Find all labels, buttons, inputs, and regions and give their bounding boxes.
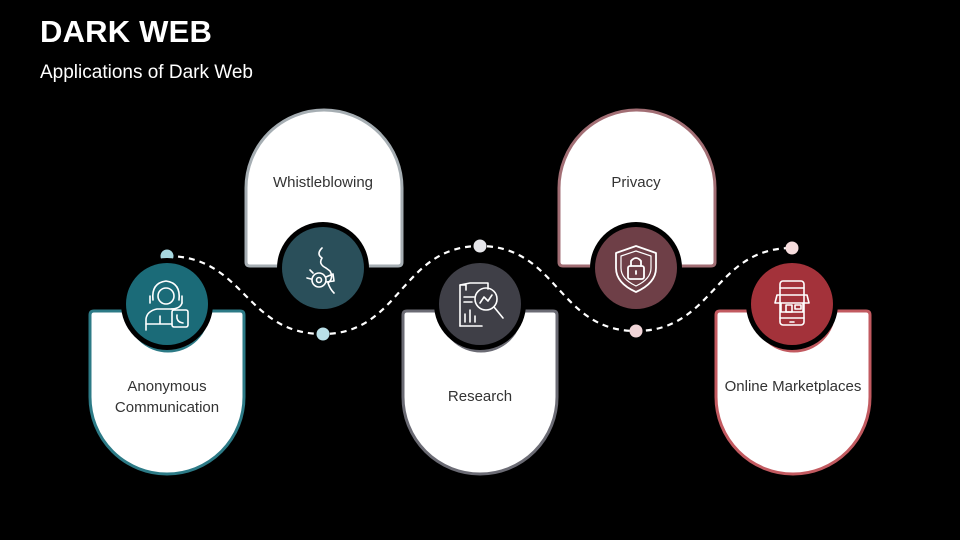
call-center-agent-icon	[145, 280, 189, 331]
connector-dot-5	[785, 241, 799, 255]
card-label-online-marketplaces: Online Marketplaces	[724, 378, 862, 395]
page-subtitle: Applications of Dark Web	[40, 62, 253, 83]
card-label-anonymous-communication: Anonymous Communication	[114, 378, 220, 416]
icon-circle-whistleblowing	[277, 222, 369, 314]
connector-dot-2	[316, 327, 330, 341]
mobile-store-icon	[774, 280, 810, 326]
magnifier-report-icon	[459, 282, 504, 327]
connector-dot-3	[473, 239, 487, 253]
connector-dot-4	[629, 324, 643, 338]
shield-lock-icon	[615, 245, 657, 293]
card-label-whistleblowing: Whistleblowing	[272, 174, 374, 191]
page-title: DARK WEB	[40, 14, 213, 49]
icon-circle-privacy	[590, 222, 682, 314]
card-label-privacy: Privacy	[611, 174, 661, 191]
icon-circle-research	[434, 258, 526, 350]
whistle-icon	[306, 247, 335, 294]
icon-circle-online-marketplaces	[746, 258, 838, 350]
card-label-research: Research	[447, 388, 513, 405]
